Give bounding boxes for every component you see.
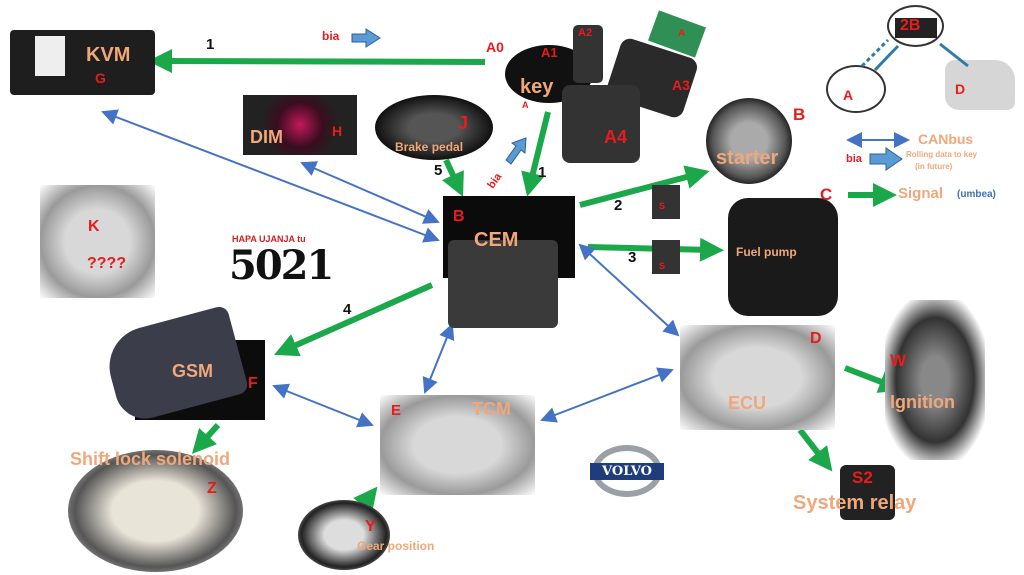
- key-letter: A: [522, 100, 529, 110]
- relay-letter: S: [659, 201, 666, 211]
- cem-label: CEM: [474, 229, 519, 251]
- signal-arrow-key-cem: [521, 111, 551, 197]
- starter-label: starter: [716, 147, 779, 169]
- legend-canbus-label: CANbus: [918, 131, 974, 147]
- kvm-letter: G: [95, 70, 106, 86]
- sysrelay-label: System relay: [793, 492, 917, 514]
- arrow-number: 1: [538, 164, 547, 181]
- signal-arrow-ecu-relay: [797, 428, 833, 472]
- arrow-number: 4: [343, 301, 352, 318]
- bia-arrow-top: [351, 28, 381, 48]
- tcm-image: [380, 395, 535, 495]
- signal-arrow-ecu-ignition: [843, 365, 904, 393]
- inset-links: [860, 38, 969, 72]
- legend-signal-label: Signal: [898, 185, 944, 202]
- ecu-letter: D: [810, 330, 822, 347]
- cem-body: [448, 240, 558, 328]
- legend-rolling-note: (in future): [915, 162, 953, 171]
- signal-arrow-gsm-shiftlock: [191, 422, 221, 454]
- brake-letter: J: [458, 113, 469, 133]
- relay-letter: S: [659, 261, 666, 271]
- ignition-image: [885, 300, 985, 460]
- key-fob-a2: [573, 25, 603, 83]
- signal-arrow-brake-cem: [442, 158, 464, 197]
- legend-bia-label: bia: [846, 153, 862, 165]
- starter-image: [706, 98, 792, 184]
- gsm-letter: F: [248, 375, 258, 392]
- tcm-label: TCM: [472, 399, 511, 419]
- arrow-number: 3: [628, 249, 637, 266]
- canbus-gsm-tcm: [272, 383, 374, 428]
- gear-position-image: [298, 500, 390, 570]
- arrow-number: 1: [206, 36, 215, 53]
- gear-label: Gear position: [357, 539, 435, 553]
- volvo-brand-text: VOLVO: [590, 463, 664, 480]
- fuel-letter: C: [820, 185, 833, 204]
- signal-arrow-cem-fuel: [587, 237, 724, 262]
- bia-label: bia: [322, 29, 340, 43]
- inset-car-shape: [945, 60, 1015, 110]
- ignition-letter: W: [890, 351, 907, 370]
- inset-left-label: A: [843, 87, 854, 103]
- inset-right-label: D: [955, 81, 966, 97]
- dim-cluster-image: [243, 95, 357, 155]
- dim-label: DIM: [250, 127, 283, 147]
- shiftlock-label: Shift lock solenoid: [70, 449, 231, 469]
- gsm-label: GSM: [172, 361, 214, 381]
- legend-bia-arrow: [869, 147, 903, 171]
- key-a0-label: A0: [486, 39, 504, 55]
- key-fob-a4: [562, 85, 640, 163]
- inset-2b-module: [895, 18, 937, 38]
- logo-tagline: HAPA UJANJA tu: [232, 234, 306, 244]
- fuel-pump-image: [728, 198, 838, 316]
- shiftlock-letter: Z: [207, 480, 217, 497]
- key-board-label: A: [678, 28, 686, 39]
- ecu-image: [680, 325, 835, 430]
- starter-letter: B: [793, 105, 806, 124]
- signal-arrow-key-kvm: [148, 49, 486, 74]
- tcm-letter: E: [391, 402, 402, 419]
- arrow-number: 2: [614, 197, 623, 214]
- kvm-module-image: [10, 30, 155, 95]
- cem-letter: B: [453, 208, 465, 225]
- legend-signal-note: (umbea): [957, 189, 996, 200]
- unknown-label: ????: [87, 255, 127, 272]
- unknown-letter: K: [88, 218, 100, 235]
- arrow-number: 5: [434, 162, 443, 179]
- relay-image: [652, 185, 680, 219]
- gear-letter: Y: [365, 518, 376, 535]
- canbus-dim-cem: [300, 161, 440, 224]
- legend-rolling-label: Rolling data to key: [906, 150, 978, 159]
- dim-letter: H: [332, 123, 343, 139]
- key-a3-label: A3: [672, 77, 690, 93]
- ignition-label: Ignition: [890, 392, 955, 412]
- key-a1-label: A1: [541, 45, 558, 60]
- fuel-label: Fuel pump: [736, 245, 797, 259]
- key-a2-label: A2: [578, 27, 593, 39]
- relay-image: [652, 240, 680, 274]
- inset-top-label: 2B: [900, 17, 921, 34]
- unknown-module-image: [40, 185, 155, 298]
- key-a4-label: A4: [604, 127, 628, 147]
- key-label: key: [520, 76, 554, 98]
- brake-label: Brake pedal: [395, 140, 464, 154]
- brake-pedal-image: [375, 95, 493, 160]
- inset-key-circle: [826, 65, 886, 113]
- shift-lock-image: [68, 450, 243, 572]
- system-relay-image: [840, 465, 895, 520]
- canbus-cem-ecu: [578, 243, 680, 337]
- bia-arrow-key: [505, 137, 527, 165]
- ecu-label: ECU: [728, 393, 767, 413]
- signal-arrow-cem-gsm: [274, 282, 434, 357]
- logo-number: 5021: [229, 242, 334, 289]
- kvm-label: KVM: [86, 44, 131, 66]
- canbus-tcm-ecu: [540, 367, 674, 423]
- canbus-cem-tcm: [422, 323, 455, 394]
- signal-arrow-cem-starter: [579, 165, 710, 208]
- sysrelay-letter: S2: [852, 468, 873, 487]
